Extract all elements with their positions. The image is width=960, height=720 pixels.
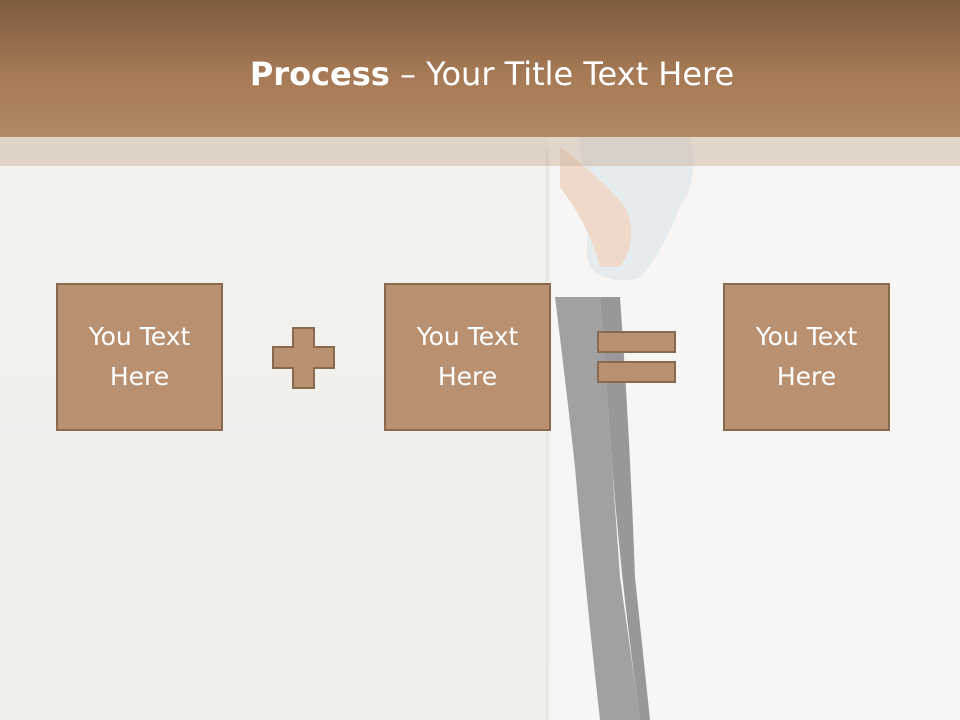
board-edge: [546, 150, 550, 720]
slide-title-rest: – Your Title Text Here: [389, 55, 735, 93]
equals-icon: [597, 331, 676, 383]
person-figure: [555, 137, 694, 720]
process-box-3-text: You Text Here: [755, 322, 858, 391]
process-box-1-text: You Text Here: [88, 322, 191, 391]
title-bar: [0, 0, 960, 137]
slide-title-bold: Process: [249, 55, 390, 93]
slide-title: Process – Your Title Text Here: [0, 52, 960, 96]
process-box-3[interactable]: You Text Here: [723, 283, 890, 431]
process-box-2-text: You Text Here: [416, 322, 519, 391]
title-bar-strip: [0, 137, 960, 166]
process-box-1[interactable]: You Text Here: [56, 283, 223, 431]
process-box-2[interactable]: You Text Here: [384, 283, 551, 431]
plus-icon: [272, 327, 335, 389]
